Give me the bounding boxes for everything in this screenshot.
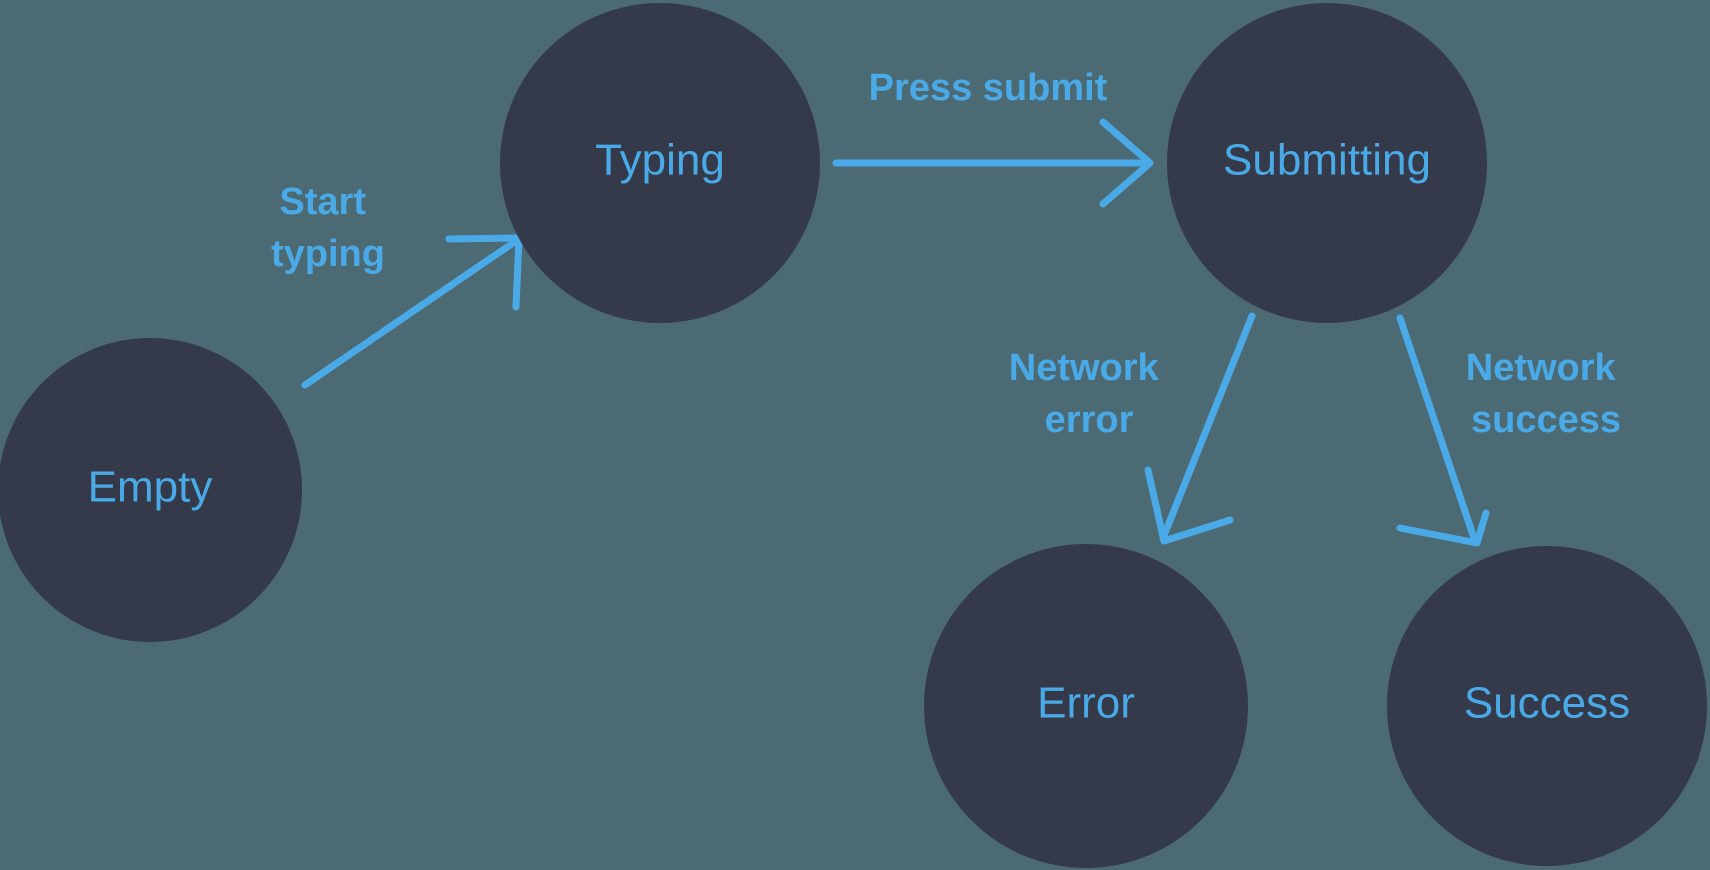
transition-start-typing-label: Start typing xyxy=(271,181,385,275)
transition-start-typing-line xyxy=(301,239,517,389)
state-node-success-circle xyxy=(1387,546,1707,866)
transition-press-submit-label-line-1: Press submit xyxy=(869,67,1108,109)
transition-start-typing[interactable]: Start typing xyxy=(271,181,523,389)
transition-network-error-arrowhead-icon xyxy=(1144,466,1234,545)
transition-network-success-line xyxy=(1396,314,1479,545)
transition-network-error[interactable]: Network error xyxy=(1009,312,1256,545)
state-node-error[interactable]: Error xyxy=(924,544,1248,868)
transition-network-error-label-line-1: Network xyxy=(1009,347,1160,389)
transition-press-submit-arrowhead-icon xyxy=(1099,118,1154,208)
transition-network-success-label-line-2: success xyxy=(1471,399,1621,441)
transition-start-typing-label-line-1: Start xyxy=(279,181,366,223)
state-node-typing-circle xyxy=(500,3,820,323)
state-node-typing[interactable]: Typing xyxy=(500,3,820,323)
transition-network-error-line xyxy=(1159,312,1256,542)
state-node-error-label: Error xyxy=(1037,679,1135,728)
state-node-empty-label: Empty xyxy=(88,463,213,512)
transition-press-submit[interactable]: Press submit xyxy=(832,67,1154,208)
state-node-submitting[interactable]: Submitting xyxy=(1167,3,1487,323)
transition-network-success-label: Network success xyxy=(1466,347,1626,441)
state-node-submitting-circle xyxy=(1167,3,1487,323)
transition-network-success-label-line-1: Network xyxy=(1466,347,1617,389)
state-node-typing-label: Typing xyxy=(595,136,725,185)
state-node-submitting-label: Submitting xyxy=(1223,136,1431,185)
state-node-empty[interactable]: Empty xyxy=(0,338,302,642)
transition-network-error-label-line-2: error xyxy=(1045,399,1134,441)
state-node-error-circle xyxy=(924,544,1248,868)
transition-start-typing-label-line-2: typing xyxy=(271,233,385,275)
state-node-success[interactable]: Success xyxy=(1387,546,1707,866)
transition-network-error-label: Network error xyxy=(1009,347,1169,441)
transition-press-submit-label: Press submit xyxy=(869,67,1108,109)
transition-network-success-arrowhead-icon xyxy=(1396,509,1490,547)
state-node-success-label: Success xyxy=(1464,679,1630,728)
state-node-empty-circle xyxy=(0,338,302,642)
transition-network-success[interactable]: Network success xyxy=(1396,314,1626,547)
